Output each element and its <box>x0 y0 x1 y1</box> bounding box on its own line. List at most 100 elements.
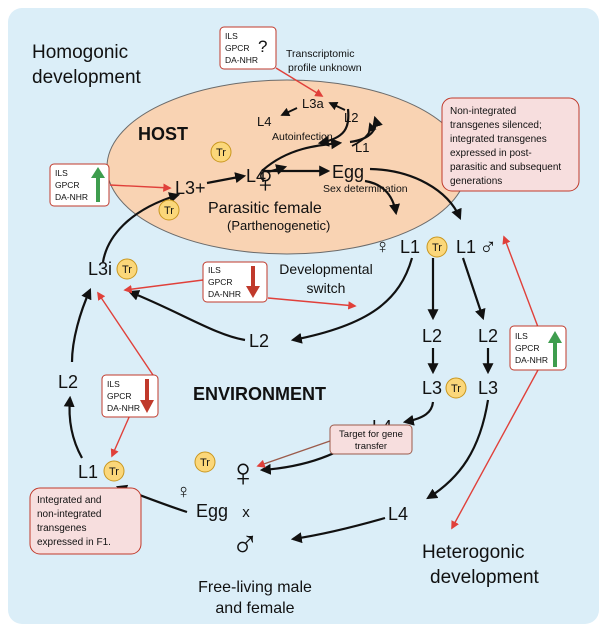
gene-box-right-line2: GPCR <box>515 343 540 353</box>
unknown-caption-line2: profile unknown <box>288 62 362 74</box>
note-f1-line2: non-integrated <box>37 509 102 520</box>
red-arrow-unknown-to-l3a <box>275 67 324 97</box>
red-arrow-center-to-l2-het <box>267 297 357 310</box>
stage-l2-homogonic: L2 <box>249 331 269 351</box>
arrow-l1-to-l2-auto <box>351 122 377 147</box>
stage-l1-female: L1 <box>400 237 420 257</box>
down-arrow-center-head <box>246 286 260 298</box>
note-target-line1: Target for gene <box>339 429 403 440</box>
gene-box-unknown-line2: GPCR <box>225 43 250 53</box>
homogonic-title-line2: development <box>32 67 142 88</box>
tr-badge-l1-female-label: Tr <box>432 242 442 254</box>
gene-box-center: ILS GPCR DA-NHR <box>202 261 268 303</box>
arrow-l2-to-l3i <box>127 290 246 342</box>
note-post-parasitic-line5: parasitic and subsequent <box>450 162 561 173</box>
gene-box-left-line2: GPCR <box>107 391 132 401</box>
arrow-l3m-to-l4m <box>426 399 490 500</box>
note-post-parasitic-line6: generations <box>450 176 502 187</box>
stage-l3-male-path: L3 <box>478 378 498 398</box>
tr-badge-l3-female: Tr <box>445 377 467 399</box>
down-arrow-center-shaft <box>251 266 255 288</box>
down-arrow-left-head <box>140 400 154 413</box>
red-arrow-left-box-to-l1 <box>110 414 131 458</box>
stage-l3-female-path: L3 <box>422 378 442 398</box>
note-target-line2: transfer <box>355 441 387 452</box>
arrow-female-to-egg <box>262 138 343 171</box>
female-symbol-l1: ♀ <box>375 236 390 258</box>
question-mark: ? <box>258 37 267 56</box>
target-pointer <box>256 440 331 468</box>
homogonic-title-line1: Homogonic <box>32 42 128 63</box>
gene-box-unknown: ILS GPCR DA-NHR ? <box>219 26 277 70</box>
arrow-l3plus-from-l3i <box>101 192 181 263</box>
unknown-caption-line1: Transcriptomic <box>286 48 354 60</box>
note-f1-line4: expressed in F1. <box>37 537 111 548</box>
stage-l2-left: L2 <box>58 372 78 392</box>
note-post-parasitic-line3: integrated transgenes <box>450 134 547 145</box>
autoinfection-label: Autoinfection <box>272 131 333 143</box>
gene-box-unknown-line3: DA-NHR <box>225 55 258 65</box>
note-post-parasitic-line4: expressed in post- <box>450 148 532 159</box>
red-arrow-center-to-l3i <box>123 279 204 294</box>
gene-box-right-line3: DA-NHR <box>515 355 548 365</box>
arrow-l3f-to-l4f <box>402 401 435 426</box>
gene-box-center-line1: ILS <box>208 265 221 275</box>
gene-box-center-line2: GPCR <box>208 277 233 287</box>
up-arrow-host-head <box>91 167 105 178</box>
gene-box-host: ILS GPCR DA-NHR <box>49 163 110 207</box>
note-target: Target for gene transfer <box>329 424 413 455</box>
stage-l3i: L3i <box>88 259 112 279</box>
tr-badge-l3i: Tr <box>116 258 138 280</box>
red-arrow-host-box-to-l3plus <box>109 183 172 192</box>
tr-badge-host-top-label: Tr <box>216 147 226 159</box>
tr-badge-host-top: Tr <box>210 141 232 163</box>
host-label: HOST <box>138 124 188 144</box>
note-post-parasitic-line1: Non-integrated <box>450 106 516 117</box>
stage-l3a: L3a <box>302 96 324 111</box>
stage-l4-host: L4 <box>246 166 266 186</box>
female-symbol-left: ♀ <box>176 481 191 503</box>
up-arrow-right-head <box>548 331 562 343</box>
male-symbol-l1: ♂ <box>479 234 497 261</box>
developmental-switch-line1: Developmental <box>279 261 372 277</box>
developmental-switch-line2: switch <box>307 280 346 296</box>
tr-badge-l1-female: Tr <box>426 236 448 258</box>
up-arrow-right-shaft <box>553 341 557 367</box>
gene-box-host-line2: GPCR <box>55 180 80 190</box>
female-symbol-host: ♀ <box>251 159 280 201</box>
arrow-l1-to-l2-left <box>63 395 83 459</box>
note-f1-line3: transgenes <box>37 523 86 534</box>
gene-box-host-line1: ILS <box>55 168 68 178</box>
stage-l2-auto: L2 <box>344 110 358 125</box>
stage-l1-left: L1 <box>78 462 98 482</box>
heterogonic-title-line2: development <box>430 567 540 588</box>
arrow-l1f-to-l2 <box>290 257 414 344</box>
up-arrow-host-shaft <box>96 176 100 202</box>
environment-label: ENVIRONMENT <box>193 384 326 404</box>
arrow-l4m-to-male <box>290 516 386 544</box>
gene-box-unknown-line1: ILS <box>225 31 238 41</box>
stage-l4-auto: L4 <box>257 114 271 129</box>
tr-badge-l3plus: Tr <box>158 199 180 221</box>
tr-badge-free-female-label: Tr <box>200 457 210 469</box>
arrow-egg-to-female-l1 <box>364 179 400 216</box>
tr-badge-l3i-label: Tr <box>122 264 132 276</box>
gene-box-right: ILS GPCR DA-NHR <box>509 325 567 371</box>
stage-l1-male: L1 <box>456 237 476 257</box>
note-f1: Integrated and non-integrated transgenes… <box>29 487 142 555</box>
arrow-l2-to-l3i-left <box>70 287 92 363</box>
free-living-title-line2: and female <box>215 600 294 617</box>
note-post-parasitic: Non-integrated transgenes silenced; inte… <box>441 97 580 192</box>
gene-box-host-line3: DA-NHR <box>55 192 88 202</box>
gene-box-left-line3: DA-NHR <box>107 403 140 413</box>
parasitic-female-label: Parasitic female <box>208 200 322 217</box>
stage-egg-left: Egg <box>196 501 228 521</box>
stage-egg-host: Egg <box>332 162 364 182</box>
tr-badge-l3-female-label: Tr <box>451 383 461 395</box>
note-f1-line1: Integrated and <box>37 495 102 506</box>
heterogonic-title-line1: Heterogonic <box>422 542 524 563</box>
gene-box-left: ILS GPCR DA-NHR <box>101 374 159 418</box>
autoinfection-arrows <box>280 101 377 147</box>
arrow-autoinfection-curl <box>349 115 383 144</box>
